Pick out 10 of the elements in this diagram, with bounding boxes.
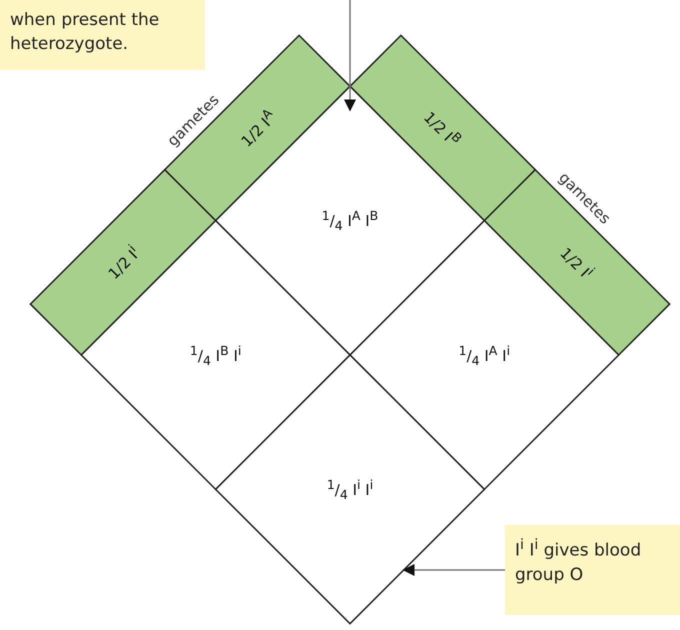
genotype-text: $^{1}$/$_{4}$ I$^{A}$ I$^{i}$	[458, 342, 510, 368]
callout-note: I$^{i}$ I$^{i}$ gives blood group O	[505, 525, 680, 615]
callout-note: when present the heterozygote.	[0, 0, 205, 70]
arrow	[344, 0, 356, 112]
gamete-band	[348, 34, 536, 222]
arrow	[402, 564, 505, 576]
genotype-text: $^{1}$/$_{4}$ I$^{B}$ I$^{i}$	[190, 342, 242, 368]
genotype-text: $^{1}$/$_{4}$ I$^{A}$ I$^{B}$	[322, 208, 378, 234]
gamete-band	[483, 168, 671, 356]
genotype-text: $^{1}$/$_{4}$ I$^{i}$ I$^{i}$	[326, 476, 374, 502]
